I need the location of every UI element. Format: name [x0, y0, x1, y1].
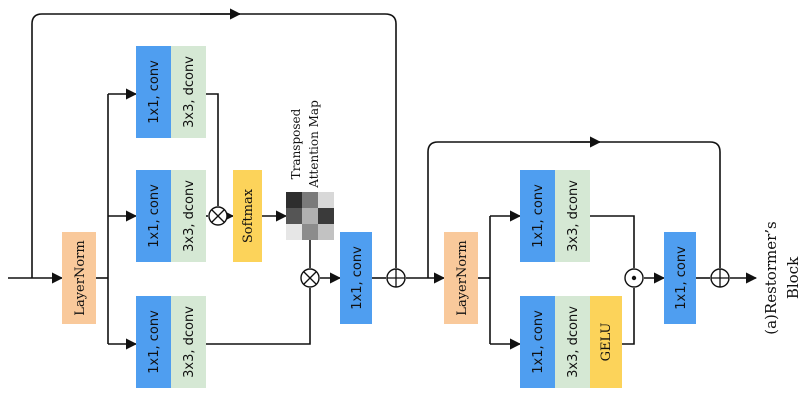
gate-top-to-hadamard: [590, 215, 635, 268]
attention-map-cell: [286, 208, 302, 224]
attention-map-cell: [286, 192, 302, 208]
q-conv-label: 1x1, conv: [147, 60, 162, 124]
add-operator-2: [710, 268, 730, 288]
attention-map-caption-line2: Attention Map: [307, 100, 321, 189]
v-conv-label: 1x1, conv: [147, 310, 162, 374]
attention-map-cell: [318, 192, 334, 208]
v-to-multiply: [206, 288, 311, 345]
attention-map-cell: [318, 224, 334, 240]
gate-top-conv-label: 1x1, conv: [531, 184, 546, 248]
gelu-label: GELU: [599, 323, 614, 362]
k-dconv-label: 3x3, dconv: [182, 180, 197, 252]
v-dconv-label: 3x3, dconv: [182, 306, 197, 378]
transposed-attention-map: [286, 192, 334, 240]
gate-top-dconv-label: 3x3, dconv: [566, 180, 581, 252]
attention-map-cell: [302, 208, 318, 224]
layernorm-2: LayerNorm: [444, 232, 478, 324]
softmax-label: Softmax: [241, 188, 256, 243]
gate-bottom-dconv-label: 3x3, dconv: [566, 306, 581, 378]
attention-map-cell: [302, 224, 318, 240]
q-to-multiply: [206, 93, 219, 206]
block-caption-line2: Block: [784, 256, 802, 299]
connection-wires: [8, 8, 758, 350]
k-branch-block: 1x1, conv 3x3, dconv: [136, 170, 206, 262]
projection-conv-1: 1x1, conv: [340, 232, 372, 324]
gate-bottom-conv-label: 1x1, conv: [531, 310, 546, 374]
attention-map-cell: [286, 224, 302, 240]
gate-top-block: 1x1, conv 3x3, dconv: [520, 170, 590, 262]
v-branch-block: 1x1, conv 3x3, dconv: [136, 296, 206, 388]
projection-conv-1-label: 1x1, conv: [350, 246, 365, 310]
block-caption-line1: (a)Restormer’s: [762, 221, 780, 334]
hadamard-operator: [624, 268, 644, 288]
q-branch-block: 1x1, conv 3x3, dconv: [136, 46, 206, 138]
gate-bottom-block: 1x1, conv 3x3, dconv GELU: [520, 296, 622, 388]
attention-map-cell: [302, 192, 318, 208]
q-dconv-label: 3x3, dconv: [182, 56, 197, 128]
multiply-attn-v-operator: [300, 268, 320, 288]
attention-map-caption-line1: Transposed: [289, 108, 303, 179]
projection-conv-2-label: 1x1, conv: [674, 246, 689, 310]
softmax-block: Softmax: [233, 170, 262, 262]
layernorm-1-label: LayerNorm: [73, 240, 88, 315]
add-operator-1: [386, 268, 406, 288]
k-conv-label: 1x1, conv: [147, 184, 162, 248]
multiply-qk-operator: [208, 206, 228, 226]
layernorm-2-label: LayerNorm: [455, 240, 470, 315]
attention-map-cell: [318, 208, 334, 224]
layernorm-1: LayerNorm: [62, 232, 96, 324]
projection-conv-2: 1x1, conv: [664, 232, 696, 324]
gelu-to-hadamard: [622, 288, 635, 345]
